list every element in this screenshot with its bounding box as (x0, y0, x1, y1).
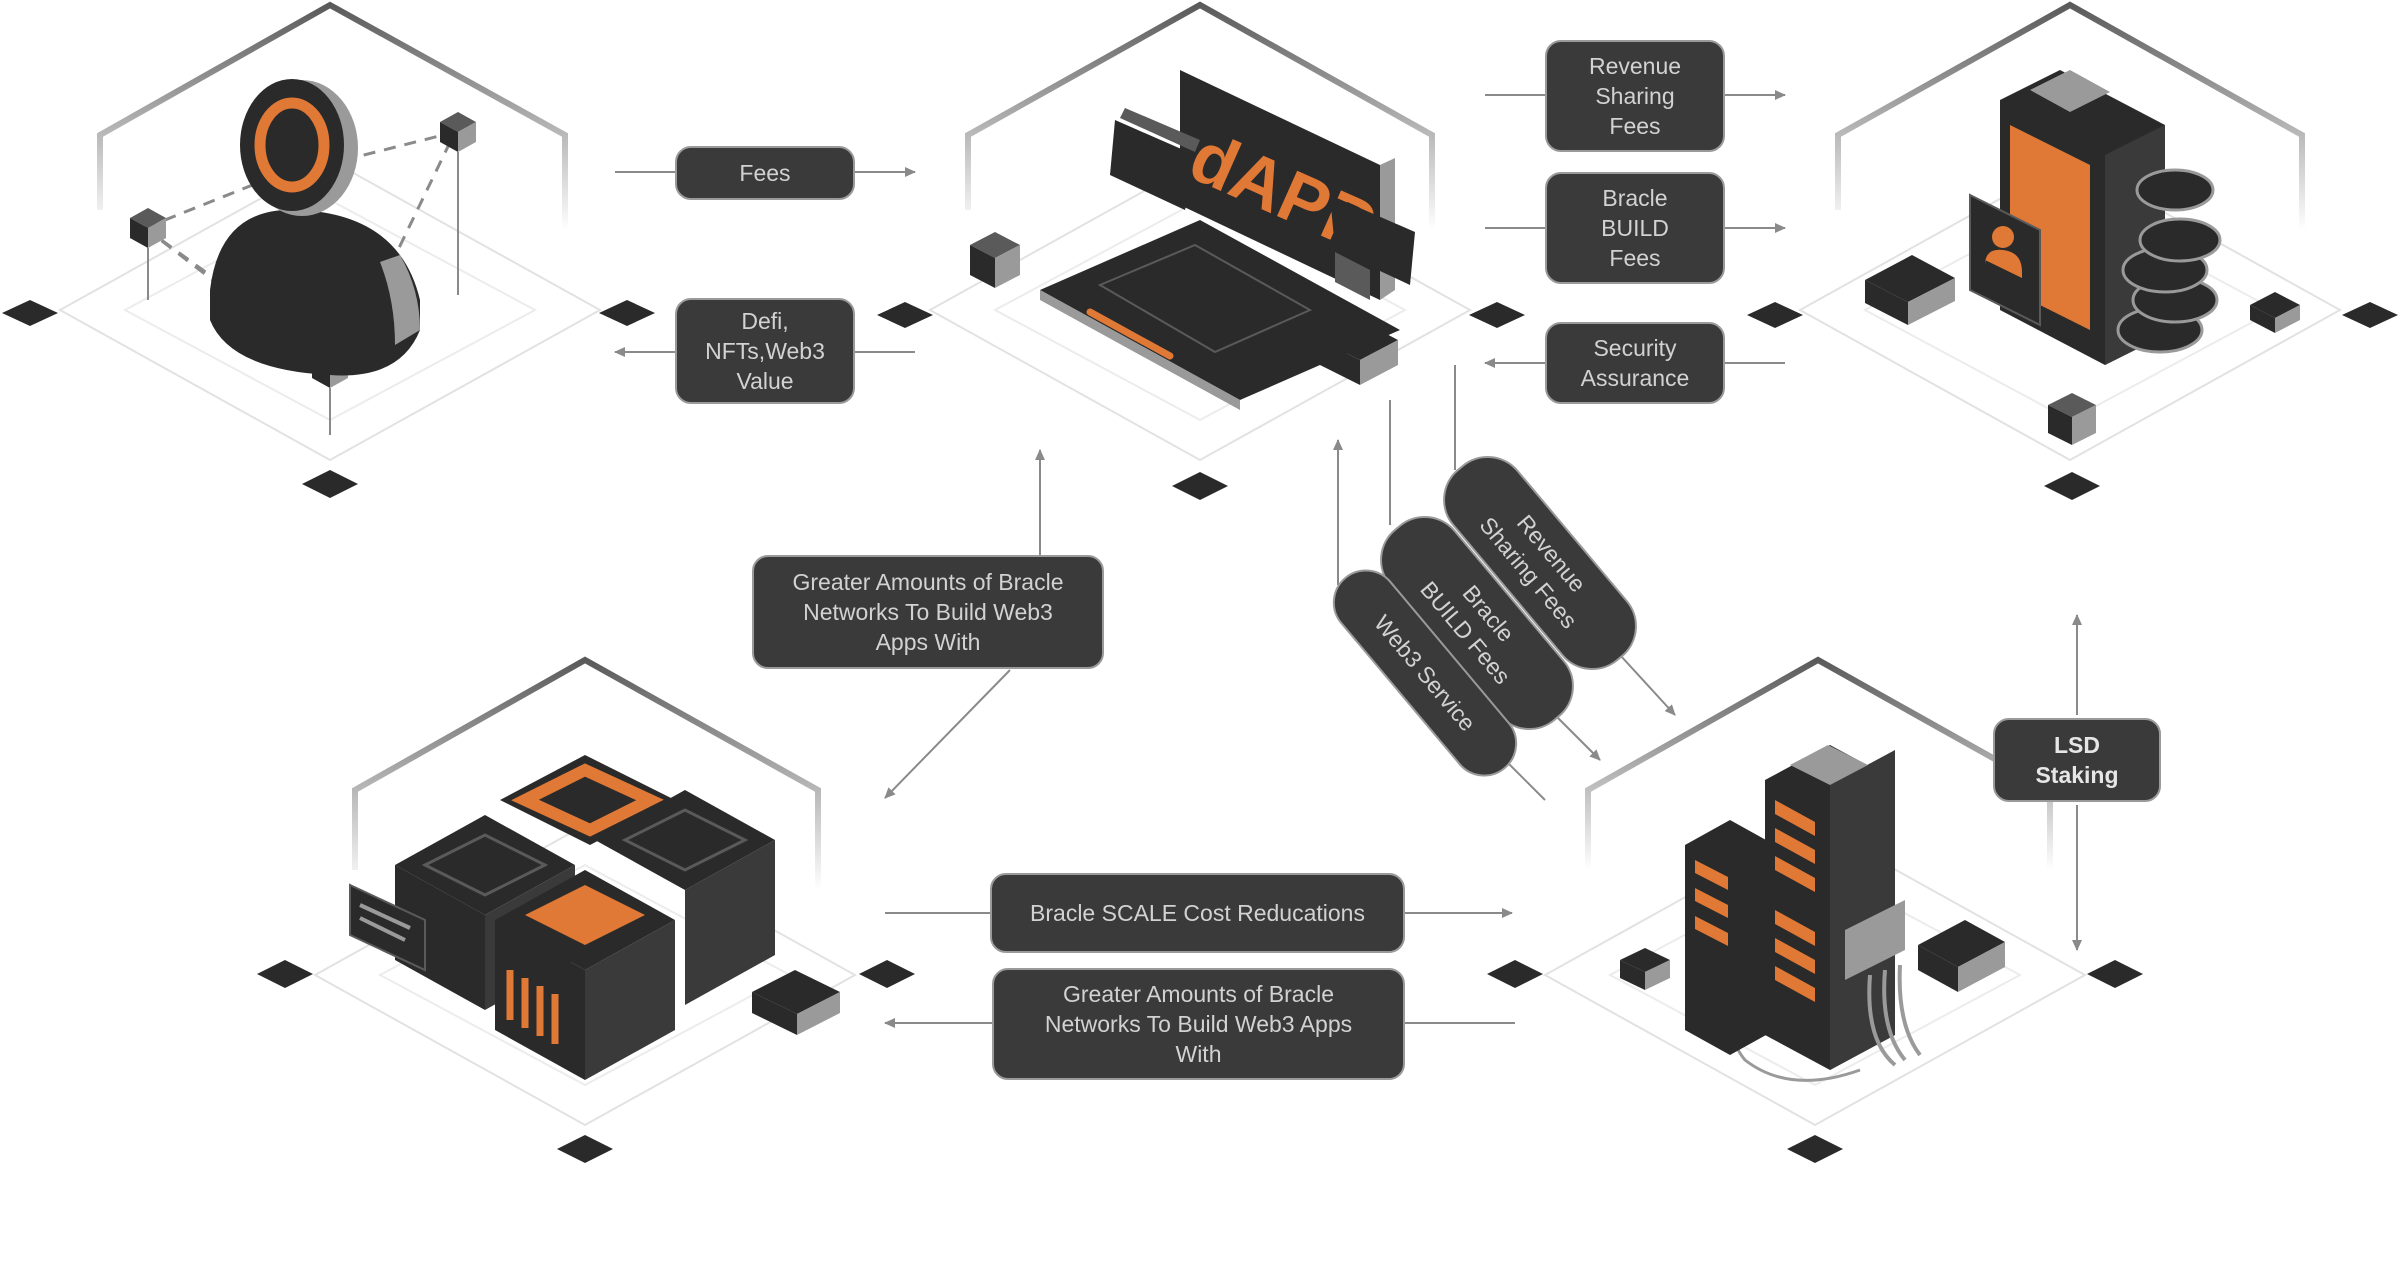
corner-diamond (877, 302, 933, 328)
corner-diamond (1787, 1135, 1843, 1163)
defi-value-label: Defi, NFTs,Web3 Value (675, 298, 855, 404)
dapp-node: dAPP (877, 1, 1525, 500)
cube-cluster-icon (349, 755, 840, 1080)
server-node (1487, 656, 2143, 1163)
node-cube-icon (2048, 393, 2096, 445)
platform-outer (1542, 823, 2088, 1127)
corner-diamond (2087, 960, 2143, 988)
fees-label: Fees (675, 146, 855, 200)
hex-outline (352, 656, 821, 890)
connectors (614, 90, 2082, 1028)
arrow-build-diag (1554, 714, 1601, 761)
wallet-coins-icon (1969, 70, 2222, 365)
corner-diamond (1469, 302, 1525, 328)
greater-amounts-lower-label: Greater Amounts of Bracle Networks To Bu… (992, 968, 1405, 1080)
user-avatar-icon (210, 79, 420, 376)
arrow-greater-down (884, 669, 1011, 799)
node-cube-icon (970, 232, 1020, 288)
corner-diamond (257, 960, 313, 988)
hex-outline (97, 1, 568, 230)
corner-diamond (1487, 960, 1543, 988)
dapp-laptop-icon: dAPP (1040, 70, 1415, 410)
lsd-staking-label: LSD Staking (1993, 718, 2161, 802)
corner-diamond (302, 470, 358, 498)
server-rack-icon (1620, 745, 2005, 1082)
hex-outline (965, 1, 1435, 230)
corner-diamond (2, 300, 58, 326)
node-cube-icon (130, 208, 166, 300)
corner-diamond (2342, 302, 2398, 328)
revenue-sharing-fees-label: Revenue Sharing Fees (1545, 40, 1725, 152)
user-node (2, 1, 655, 498)
node-cube-icon (1320, 320, 1398, 385)
node-cube-icon (2250, 292, 2300, 333)
corner-diamond (859, 960, 915, 988)
greater-amounts-upper-label: Greater Amounts of Bracle Networks To Bu… (752, 555, 1104, 669)
corner-diamond (599, 300, 655, 326)
corner-diamond (2044, 472, 2100, 500)
corner-diamond (1172, 472, 1228, 500)
node-cube-icon (1865, 255, 1955, 325)
platform-outer (1797, 158, 2343, 462)
bracle-build-fees-label: Bracle BUILD Fees (1545, 172, 1725, 284)
corner-diamond (1747, 302, 1803, 328)
scale-node (257, 656, 915, 1163)
arrow-revenue-diag (1619, 654, 1676, 716)
hex-outline (1585, 656, 2053, 870)
staking-node (1747, 1, 2398, 500)
corner-diamond (557, 1135, 613, 1163)
node-cube-icon (440, 112, 476, 295)
platform-outer (57, 158, 603, 462)
security-assurance-label: Security Assurance (1545, 322, 1725, 404)
scale-cost-label: Bracle SCALE Cost Reducations (990, 873, 1405, 953)
hex-outline (1835, 1, 2305, 230)
